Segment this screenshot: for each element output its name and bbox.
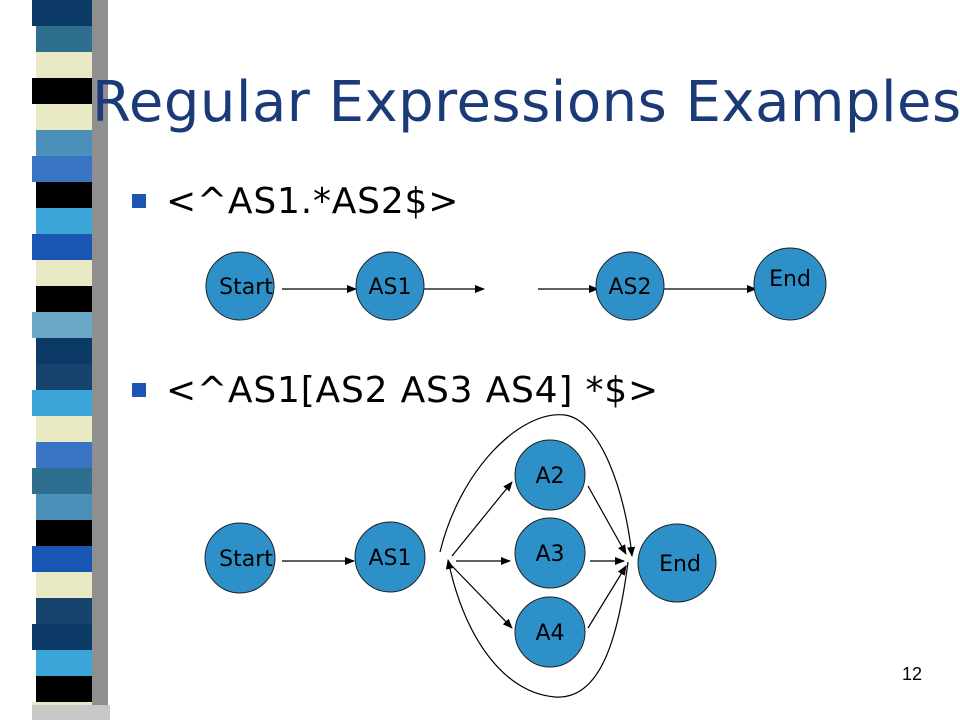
sidebar-block [36,416,92,442]
node-label-as1: AS1 [368,546,411,571]
edge-loop-top [439,414,636,557]
node-circle [355,251,425,321]
sidebar-block [36,104,92,130]
decorative-sidebar [32,0,110,720]
page-number: 12 [901,664,922,684]
sidebar-block [32,0,92,26]
sidebar-block [36,572,92,598]
node-as1: AS1 [355,251,425,321]
node-circle [204,522,276,594]
sidebar-block [36,52,92,78]
edge-loop-bottom [445,559,629,698]
sidebar-block [32,312,92,338]
node-circle [514,439,586,511]
edge-as1-a2 [451,481,513,557]
bullet-item-2: <^AS1[AS2 AS3 AS4] *$> [132,365,659,415]
node-circle [595,251,665,321]
node-label-a3: A3 [535,542,564,567]
sidebar-block [36,598,92,624]
node-circle [753,247,827,321]
edge-a2-end [587,485,627,555]
sidebar-block [36,650,92,676]
node-circle [637,523,717,603]
node-label-end: End [659,552,701,577]
node-label-start: Start [219,275,273,300]
diagram-1: Start AS1 AS2 End [205,247,827,321]
node-as1: AS1 [354,521,426,593]
bullet-text-1: <^AS1.*AS2$> [166,180,460,222]
bullet-item-1: <^AS1.*AS2$> [132,176,459,226]
sidebar-block [36,442,92,468]
edge-a4-end [587,565,627,629]
sidebar-block [32,702,92,705]
sidebar-block [36,130,92,156]
node-label-end: End [769,267,811,292]
node-end: End [753,247,827,321]
node-circle [514,596,586,668]
sidebar-block [36,260,92,286]
bullet-square-icon [132,194,146,208]
node-circle [514,517,586,589]
sidebar-block [36,364,92,390]
sidebar-block [36,676,92,702]
node-a2: A2 [514,439,586,511]
sidebar-shadow [92,0,108,720]
sidebar-block [36,286,92,312]
node-start: Start [204,522,276,594]
node-label-start: Start [219,547,273,572]
node-a4: A4 [514,596,586,668]
node-label-a2: A2 [535,464,564,489]
sidebar-block [32,390,92,416]
sidebar-block [32,468,92,494]
sidebar-block [36,520,92,546]
slide-title: Regular Expressions Examples [92,70,960,135]
sidebar-block [32,624,92,650]
sidebar-block [36,26,92,52]
sidebar-block [36,494,92,520]
sidebar-block [36,208,92,234]
node-circle [354,521,426,593]
sidebar-block [32,546,92,572]
node-as2: AS2 [595,251,665,321]
node-label-a4: A4 [535,621,564,646]
sidebar-block [32,156,92,182]
sidebar-block [36,182,92,208]
node-label-as2: AS2 [608,275,651,300]
node-circle [205,251,275,321]
sidebar-block [36,338,92,364]
sidebar-blocks [32,0,92,705]
node-start: Start [205,251,275,321]
sidebar-block [32,234,92,260]
bullet-text-2: <^AS1[AS2 AS3 AS4] *$> [166,369,659,411]
bullet-square-icon [132,383,146,397]
diagram-2: Start AS1 A2 A3 A4 End [204,414,717,698]
sidebar-bottom-strip [32,705,110,720]
node-a3: A3 [514,517,586,589]
node-end: End [637,523,717,603]
sidebar-block [32,78,92,104]
node-label-as1: AS1 [368,275,411,300]
edge-as1-a4 [451,565,513,629]
